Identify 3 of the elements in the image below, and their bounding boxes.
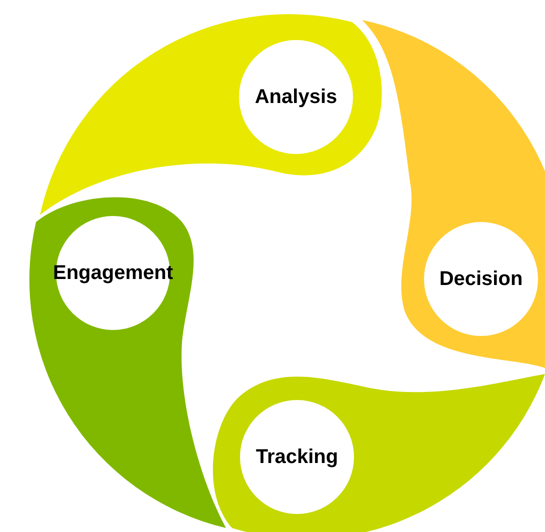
node-label: Analysis <box>254 84 338 110</box>
node-label: Decision <box>439 266 523 292</box>
node-label: Tracking <box>256 444 338 470</box>
